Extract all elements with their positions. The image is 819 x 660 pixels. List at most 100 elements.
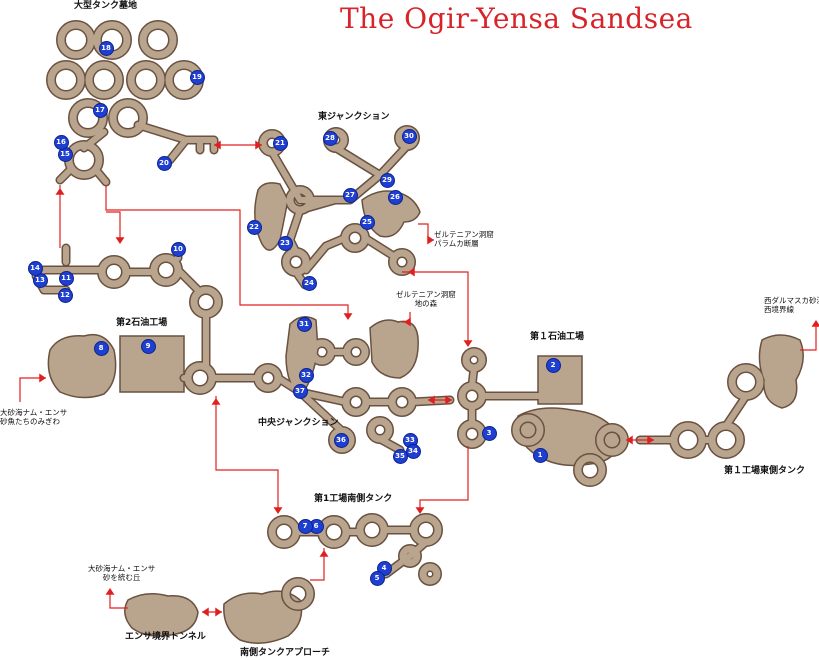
area-label-refinery-1: 第１石油工場 xyxy=(530,332,585,342)
central-area-forest xyxy=(369,319,419,379)
arrow-cem-central xyxy=(343,313,353,320)
map-marker-18[interactable]: 18 xyxy=(99,41,113,55)
east-tank-corridor-up xyxy=(723,393,749,429)
map-marker-10[interactable]: 10 xyxy=(171,242,185,256)
arrow-east-ref1-d xyxy=(463,340,473,347)
arrow-ref2-s-u xyxy=(211,398,221,405)
map-marker-5[interactable]: 5 xyxy=(370,571,384,585)
east-ring-east xyxy=(389,249,415,275)
tank-ring-2 xyxy=(139,21,177,59)
route-nam-yensa-w xyxy=(19,377,46,402)
ref1-ring-big xyxy=(512,414,544,446)
map-marker-21[interactable]: 21 xyxy=(273,136,287,150)
route-east-ref1 xyxy=(402,271,469,345)
arrow-forest xyxy=(404,317,411,327)
arrow-cave-paramka xyxy=(427,235,434,245)
route-dalmasca xyxy=(800,322,817,351)
south-tank-ring-tip xyxy=(419,563,441,585)
tank-ring-7 xyxy=(69,99,107,137)
area-label-yensa-border-tunnel: エンサ境界トンネル xyxy=(125,632,206,642)
map-marker-32[interactable]: 32 xyxy=(299,368,313,382)
area-label-south-tank-approach: 南側タンクアプローチ xyxy=(240,648,331,658)
tank-ring-3 xyxy=(47,61,85,99)
route-ref2-south xyxy=(215,396,279,512)
map-marker-4[interactable]: 4 xyxy=(377,561,391,575)
area-label-west-dalmasca: 西ダルマスカ砂漠 西境界線 xyxy=(764,296,819,314)
map-marker-8[interactable]: 8 xyxy=(94,341,108,355)
map-marker-35[interactable]: 35 xyxy=(393,449,407,463)
ref1-ring-east xyxy=(596,424,628,456)
map-marker-17[interactable]: 17 xyxy=(93,103,107,117)
map-marker-31[interactable]: 31 xyxy=(297,317,311,331)
map-marker-16[interactable]: 16 xyxy=(54,135,68,149)
area-label-nam-yensa-dunes: 大砂海ナム・エンサ 砂を統む丘 xyxy=(88,564,156,582)
map-marker-9[interactable]: 9 xyxy=(141,339,155,353)
south-approach-area xyxy=(223,590,303,644)
tank-ring-8 xyxy=(109,99,147,137)
east-path-e xyxy=(362,235,395,258)
arrow-ref2b xyxy=(115,237,125,244)
route-cem-ref2b xyxy=(106,211,121,242)
area-label-refinery-2: 第2石油工場 xyxy=(116,318,168,328)
area-label-zeltenian-cave-forest: ゼルテニアン洞窟 地の森 xyxy=(396,290,456,308)
map-marker-14[interactable]: 14 xyxy=(28,261,42,275)
map-marker-33[interactable]: 33 xyxy=(403,433,417,447)
arrow-c-r1-r xyxy=(445,395,452,405)
east-tank-area xyxy=(758,334,804,409)
arrow-ref2-s-d xyxy=(273,507,283,514)
route-south-approach xyxy=(310,548,325,581)
east-path-sw xyxy=(287,207,303,255)
cemetery-exit-e xyxy=(93,167,109,185)
map-marker-29[interactable]: 29 xyxy=(380,173,394,187)
area-label-nam-yensa-west: 大砂海ナム・エンサ 砂魚たちのみぎわ xyxy=(0,408,68,426)
map-marker-34[interactable]: 34 xyxy=(406,444,420,458)
east-inner xyxy=(297,197,338,213)
arrow-dalmasca xyxy=(811,320,819,327)
map-marker-2[interactable]: 2 xyxy=(546,358,560,372)
map-marker-1[interactable]: 1 xyxy=(533,448,547,462)
south-approach-ring xyxy=(282,578,314,610)
map-marker-37[interactable]: 37 xyxy=(293,384,307,398)
map-marker-26[interactable]: 26 xyxy=(388,190,402,204)
tank-ring-1 xyxy=(93,21,131,59)
border-tunnel-area xyxy=(124,593,199,637)
ref2-corridor-bc xyxy=(175,267,203,295)
map-marker-19[interactable]: 19 xyxy=(190,70,204,84)
cemetery-branch-20 xyxy=(167,137,189,163)
map-marker-28[interactable]: 28 xyxy=(323,131,337,145)
area-label-factory1-south-tank: 第1工場南側タンク xyxy=(314,494,393,504)
map-terrain-layer xyxy=(33,21,764,610)
map-marker-36[interactable]: 36 xyxy=(334,433,348,447)
map-marker-24[interactable]: 24 xyxy=(302,276,316,290)
map-marker-25[interactable]: 25 xyxy=(360,215,374,229)
map-marker-30[interactable]: 30 xyxy=(402,129,416,143)
ref2-area-plant xyxy=(119,335,185,393)
south-tank-ring-small xyxy=(399,545,421,567)
map-marker-3[interactable]: 3 xyxy=(482,426,496,440)
arrow-dunes xyxy=(105,588,115,595)
arrow-sa-u xyxy=(319,550,329,557)
arrow-east-ref1-l xyxy=(408,267,415,277)
map-marker-7[interactable]: 7 xyxy=(298,519,312,533)
map-marker-11[interactable]: 11 xyxy=(59,271,73,285)
east-branch-28 xyxy=(333,145,383,178)
area-label-east-junction: 東ジャンクション xyxy=(318,112,390,122)
map-marker-12[interactable]: 12 xyxy=(58,288,72,302)
central-branch-33 xyxy=(377,436,403,453)
south-tank-corridor-down xyxy=(383,539,429,577)
cemetery-path-east xyxy=(135,122,203,153)
map-marker-20[interactable]: 20 xyxy=(157,156,171,170)
map-marker-22[interactable]: 22 xyxy=(247,220,261,234)
ref1-ring-low xyxy=(574,454,606,486)
map-marker-15[interactable]: 15 xyxy=(58,147,72,161)
arrow-cem-e xyxy=(255,140,262,150)
map-marker-13[interactable]: 13 xyxy=(33,273,47,287)
map-marker-23[interactable]: 23 xyxy=(278,236,292,250)
ref1-corridor-n xyxy=(469,365,477,389)
arrow-cem-ref2-u xyxy=(55,188,65,195)
area-label-large-tank-cemetery: 大型タンク墓地 xyxy=(74,1,138,11)
map-marker-6[interactable]: 6 xyxy=(309,519,323,533)
map-marker-27[interactable]: 27 xyxy=(343,188,357,202)
ref1-plant xyxy=(537,355,583,405)
